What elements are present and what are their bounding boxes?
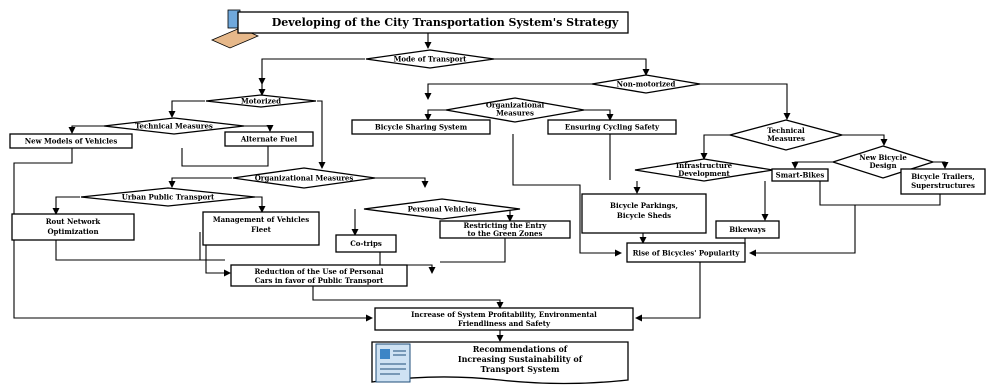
svg-text:Technical Measures: Technical Measures (135, 122, 213, 131)
svg-text:Co-trips: Co-trips (350, 239, 382, 248)
technical-measures-motor-node: Technical Measures (103, 117, 245, 135)
document-icon (375, 343, 411, 383)
svg-text:Rout Network: Rout Network (46, 217, 101, 226)
non-motorized-node: Non-motorized (591, 74, 701, 94)
rout-network-box: Rout Network Optimization (11, 213, 135, 241)
svg-text:Fleet: Fleet (251, 225, 272, 234)
svg-text:Non-motorized: Non-motorized (617, 80, 676, 89)
svg-text:Design: Design (869, 161, 896, 170)
svg-text:Bikeways: Bikeways (729, 225, 766, 234)
svg-text:Measures: Measures (767, 134, 805, 143)
svg-text:Friendliness and Safety: Friendliness and Safety (458, 319, 551, 328)
reduction-box: Reduction of the Use of Personal Cars in… (230, 264, 408, 287)
connector-lines (13, 33, 949, 342)
svg-text:Mode of Transport: Mode of Transport (394, 55, 468, 64)
bicycle-trailers-box: Bicycle Trailers, Superstructures (900, 168, 986, 195)
strategy-title-box: Developing of the City Transportation Sy… (237, 11, 629, 34)
urban-public-transport-node: Urban Public Transport (80, 187, 256, 207)
svg-text:Technical: Technical (767, 126, 805, 135)
svg-text:Reduction of the Use of Person: Reduction of the Use of Personal (254, 267, 383, 276)
svg-text:Superstructures: Superstructures (911, 181, 975, 190)
svg-text:Increase of System Profitabili: Increase of System Profitability, Enviro… (411, 310, 597, 319)
alternate-fuel-box: Alternate Fuel (224, 131, 314, 147)
svg-text:Development: Development (678, 169, 730, 178)
strategy-title: Developing of the City Transportation Sy… (272, 16, 619, 29)
svg-text:Cars in favor of Public Transp: Cars in favor of Public Transport (255, 276, 384, 285)
mode-of-transport-node: Mode of Transport (365, 49, 495, 69)
smart-bikes-box: Smart-Bikes (771, 168, 829, 182)
svg-text:Personal Vehicles: Personal Vehicles (408, 205, 477, 214)
organizational-measures-nm-node: Organizational Measures (445, 97, 585, 123)
organizational-measures-motor-node: Organizational Measures (232, 167, 376, 189)
bike-sharing-box: Bicycle Sharing System (351, 119, 491, 135)
svg-text:Urban Public Transport: Urban Public Transport (122, 193, 215, 202)
motorized-node: Motorized (205, 94, 317, 108)
svg-text:Optimization: Optimization (47, 227, 98, 236)
popularity-box: Rise of Bicycles' Popularity (626, 242, 746, 263)
co-trips-box: Co-trips (335, 234, 397, 253)
recommendations-box: Recommendations of Increasing Sustainabi… (371, 341, 629, 385)
svg-text:Bicycle Sharing System: Bicycle Sharing System (375, 123, 468, 132)
svg-text:Alternate Fuel: Alternate Fuel (240, 135, 298, 144)
bikeways-box: Bikeways (715, 220, 780, 239)
svg-text:Measures: Measures (496, 109, 534, 118)
svg-text:New Models of Vehicles: New Models of Vehicles (25, 137, 118, 146)
svg-text:Smart-Bikes: Smart-Bikes (776, 171, 825, 180)
svg-text:Bicycle Parkings,: Bicycle Parkings, (610, 201, 678, 210)
svg-text:Bicycle Trailers,: Bicycle Trailers, (911, 172, 974, 181)
svg-text:Ensuring Cycling Safety: Ensuring Cycling Safety (565, 123, 660, 132)
infrastructure-node: Infrastructure Development (634, 158, 774, 182)
svg-text:Restricting the Entry: Restricting the Entry (464, 221, 548, 230)
new-models-box: New Models of Vehicles (9, 133, 133, 149)
fleet-management-box: Management of Vehicles Fleet (202, 211, 320, 246)
svg-text:to the Green Zones: to the Green Zones (468, 229, 543, 238)
svg-text:Bicycle Sheds: Bicycle Sheds (617, 211, 671, 220)
svg-text:New Bicycle: New Bicycle (859, 153, 907, 162)
personal-vehicles-node: Personal Vehicles (363, 198, 521, 220)
svg-text:Motorized: Motorized (241, 97, 281, 106)
increase-box: Increase of System Profitability, Enviro… (374, 307, 634, 331)
svg-text:Organizational Measures: Organizational Measures (255, 174, 354, 183)
svg-text:Management of Vehicles: Management of Vehicles (213, 215, 309, 224)
svg-text:Infrastructure: Infrastructure (676, 161, 733, 170)
cycling-safety-box: Ensuring Cycling Safety (547, 119, 677, 135)
restricting-entry-box: Restricting the Entry to the Green Zones (439, 220, 571, 239)
svg-text:Recommendations of: Recommendations of (473, 344, 568, 354)
svg-text:Organizational: Organizational (486, 101, 545, 110)
bicycle-parkings-box: Bicycle Parkings, Bicycle Sheds (581, 193, 707, 234)
svg-text:Increasing Sustainability of: Increasing Sustainability of (458, 354, 583, 364)
technical-measures-nm-node: Technical Measures (727, 119, 845, 151)
svg-text:Rise of Bicycles' Popularity: Rise of Bicycles' Popularity (633, 249, 741, 258)
svg-text:Transport System: Transport System (481, 364, 560, 374)
